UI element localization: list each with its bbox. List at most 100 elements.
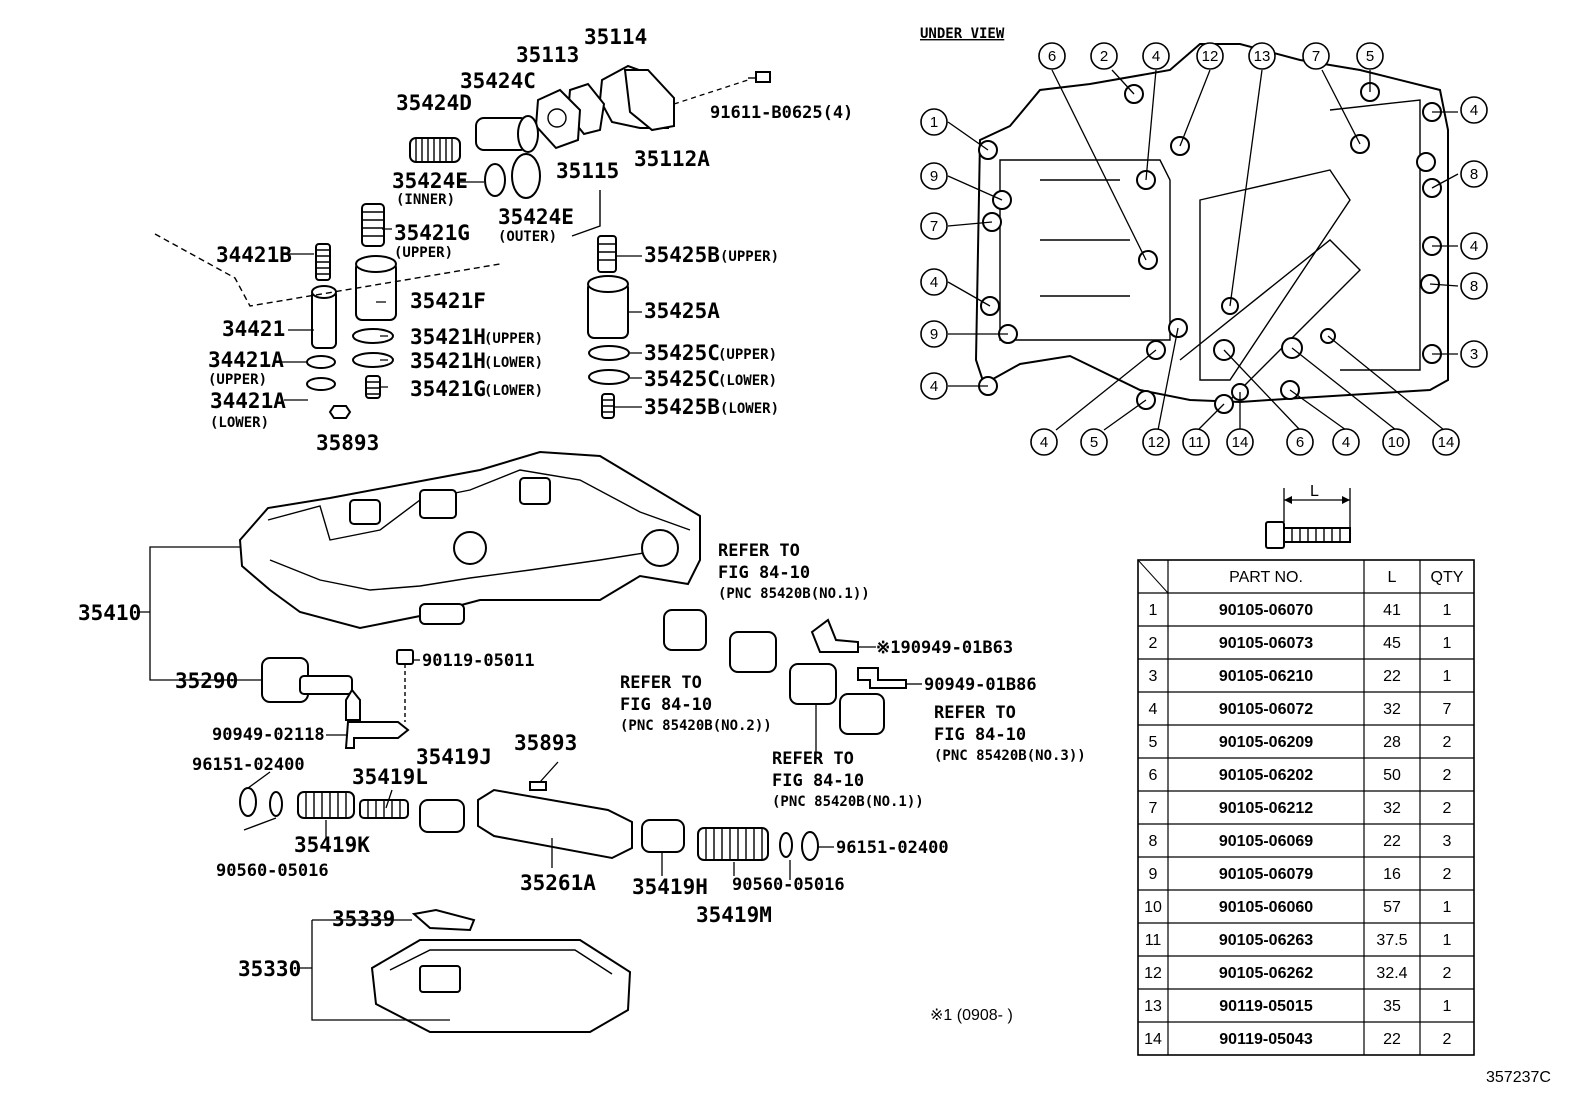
callout-number: 5	[1366, 48, 1374, 65]
table-cell: 16	[1383, 866, 1401, 883]
table-cell: 1	[1443, 602, 1452, 619]
table-cell: 57	[1383, 899, 1401, 916]
label-35421F: 35421F	[410, 289, 486, 313]
label-35421H-upper: 35421H	[410, 325, 486, 349]
oil-pan-35330	[300, 908, 632, 1033]
callout-right-4: 3	[1460, 340, 1488, 368]
callout-number: 4	[1470, 238, 1478, 255]
oring-35421H-upper-icon	[352, 328, 394, 344]
table-cell: 1	[1443, 635, 1452, 652]
table-cell: 2	[1149, 635, 1158, 652]
callout-right-3: 8	[1460, 272, 1488, 300]
label-35113: 35113	[516, 43, 579, 67]
solenoid-no3-icon	[839, 693, 885, 735]
spring-35419K-icon	[297, 791, 355, 819]
upper-valve-group	[154, 64, 771, 419]
plug-35419H-icon	[641, 819, 685, 853]
callout-number: 8	[1470, 166, 1478, 183]
table-cell: 7	[1443, 701, 1452, 718]
table-cell: 1	[1443, 998, 1452, 1015]
refer-note-1: REFER TO FIG 84-10 (PNC 85420B(NO.1))	[718, 541, 870, 602]
callout-top-4: 13	[1248, 42, 1276, 70]
label-35425B-lower-sub: (LOWER)	[720, 401, 779, 417]
table-corner-diagonal	[1137, 559, 1169, 594]
label-35421G-lower-sub: (LOWER)	[484, 383, 543, 399]
table-cell: 3	[1149, 668, 1158, 685]
label-35424C: 35424C	[460, 69, 536, 93]
label-35330: 35330	[238, 957, 301, 981]
label-35425B-upper: 35425B	[644, 243, 720, 267]
oring-34421A-lower-icon	[306, 377, 336, 391]
body-35261A-icon	[477, 788, 633, 860]
oring-35424E-inner-icon	[484, 163, 506, 197]
upper-labels: 35114 35113 35424C 35424D 91611-B0625(4)…	[208, 25, 853, 455]
callout-right-0: 4	[1460, 96, 1488, 124]
table-cell: 2	[1443, 866, 1452, 883]
label-35421G-upper-sub: (UPPER)	[394, 245, 453, 261]
table-cell: 90105-06202	[1219, 767, 1313, 784]
callout-top-0: 6	[1038, 42, 1066, 70]
callout-left-2: 7	[920, 212, 948, 240]
solenoid-no1b-icon	[789, 663, 837, 705]
table-cell: 12	[1144, 965, 1162, 982]
table-cell: 3	[1443, 833, 1452, 850]
table-cell: 2	[1443, 1031, 1452, 1048]
callout-number: 7	[930, 218, 938, 235]
clip-96151-right-icon	[801, 831, 819, 861]
label-35421G-upper: 35421G	[394, 221, 470, 245]
table-cell: 90105-06069	[1219, 833, 1313, 850]
label-35419L: 35419L	[352, 765, 428, 789]
ref2-line3: (PNC 85420B(NO.2))	[620, 718, 772, 734]
table-cell: 7	[1149, 800, 1158, 817]
label-35421G-lower: 35421G	[410, 377, 486, 401]
label-91611: 91611-B0625(4)	[710, 103, 853, 123]
table-cell: 5	[1149, 734, 1158, 751]
part-35424C-sleeve	[475, 115, 539, 153]
label-35424D: 35424D	[396, 91, 472, 115]
table-cell: 11	[1145, 932, 1162, 949]
lower-valve-assembly	[239, 761, 834, 880]
valve-body-35410	[140, 450, 701, 681]
nut-35893-icon	[328, 405, 352, 419]
ref1-line2: FIG 84-10	[718, 563, 810, 583]
table-cell: 2	[1443, 767, 1452, 784]
label-34421: 34421	[222, 317, 285, 341]
label-34421B: 34421B	[216, 243, 292, 267]
spring-35421G-lower-icon	[365, 375, 381, 399]
callout-number: 4	[930, 274, 938, 291]
table-cell: 13	[1144, 998, 1162, 1015]
ref1-line1: REFER TO	[718, 541, 800, 561]
callout-number: 4	[1152, 48, 1160, 65]
table-header: L	[1388, 569, 1397, 586]
callout-number: 5	[1090, 434, 1098, 451]
callout-number: 14	[1232, 434, 1249, 451]
table-cell: 32	[1383, 701, 1401, 718]
ref2-line1: REFER TO	[620, 673, 702, 693]
table-cell: 1	[1443, 899, 1452, 916]
table-cell: 4	[1149, 701, 1158, 718]
label-35424E-inner-sub: (INNER)	[396, 192, 455, 208]
callout-bottom-7: 10	[1382, 428, 1410, 456]
table-cell: 6	[1149, 767, 1158, 784]
table-cell: 10	[1144, 899, 1162, 916]
spring-35424D-icon	[409, 137, 461, 163]
callout-number: 8	[1470, 278, 1478, 295]
bolt-dimension-diagram: L	[1265, 483, 1351, 549]
refer-note-3: REFER TO FIG 84-10 (PNC 85420B(NO.3))	[934, 703, 1086, 764]
callout-bottom-5: 6	[1286, 428, 1314, 456]
refer-note-2: REFER TO FIG 84-10 (PNC 85420B(NO.2))	[620, 673, 772, 734]
lower-labels: 96151-02400 35419L 35419J 35893 35419K 9…	[192, 731, 949, 927]
callout-top-1: 2	[1090, 42, 1118, 70]
callout-number: 4	[930, 378, 938, 395]
callout-bottom-3: 11	[1182, 428, 1210, 456]
label-90949-01B86: 90949-01B86	[924, 675, 1037, 695]
